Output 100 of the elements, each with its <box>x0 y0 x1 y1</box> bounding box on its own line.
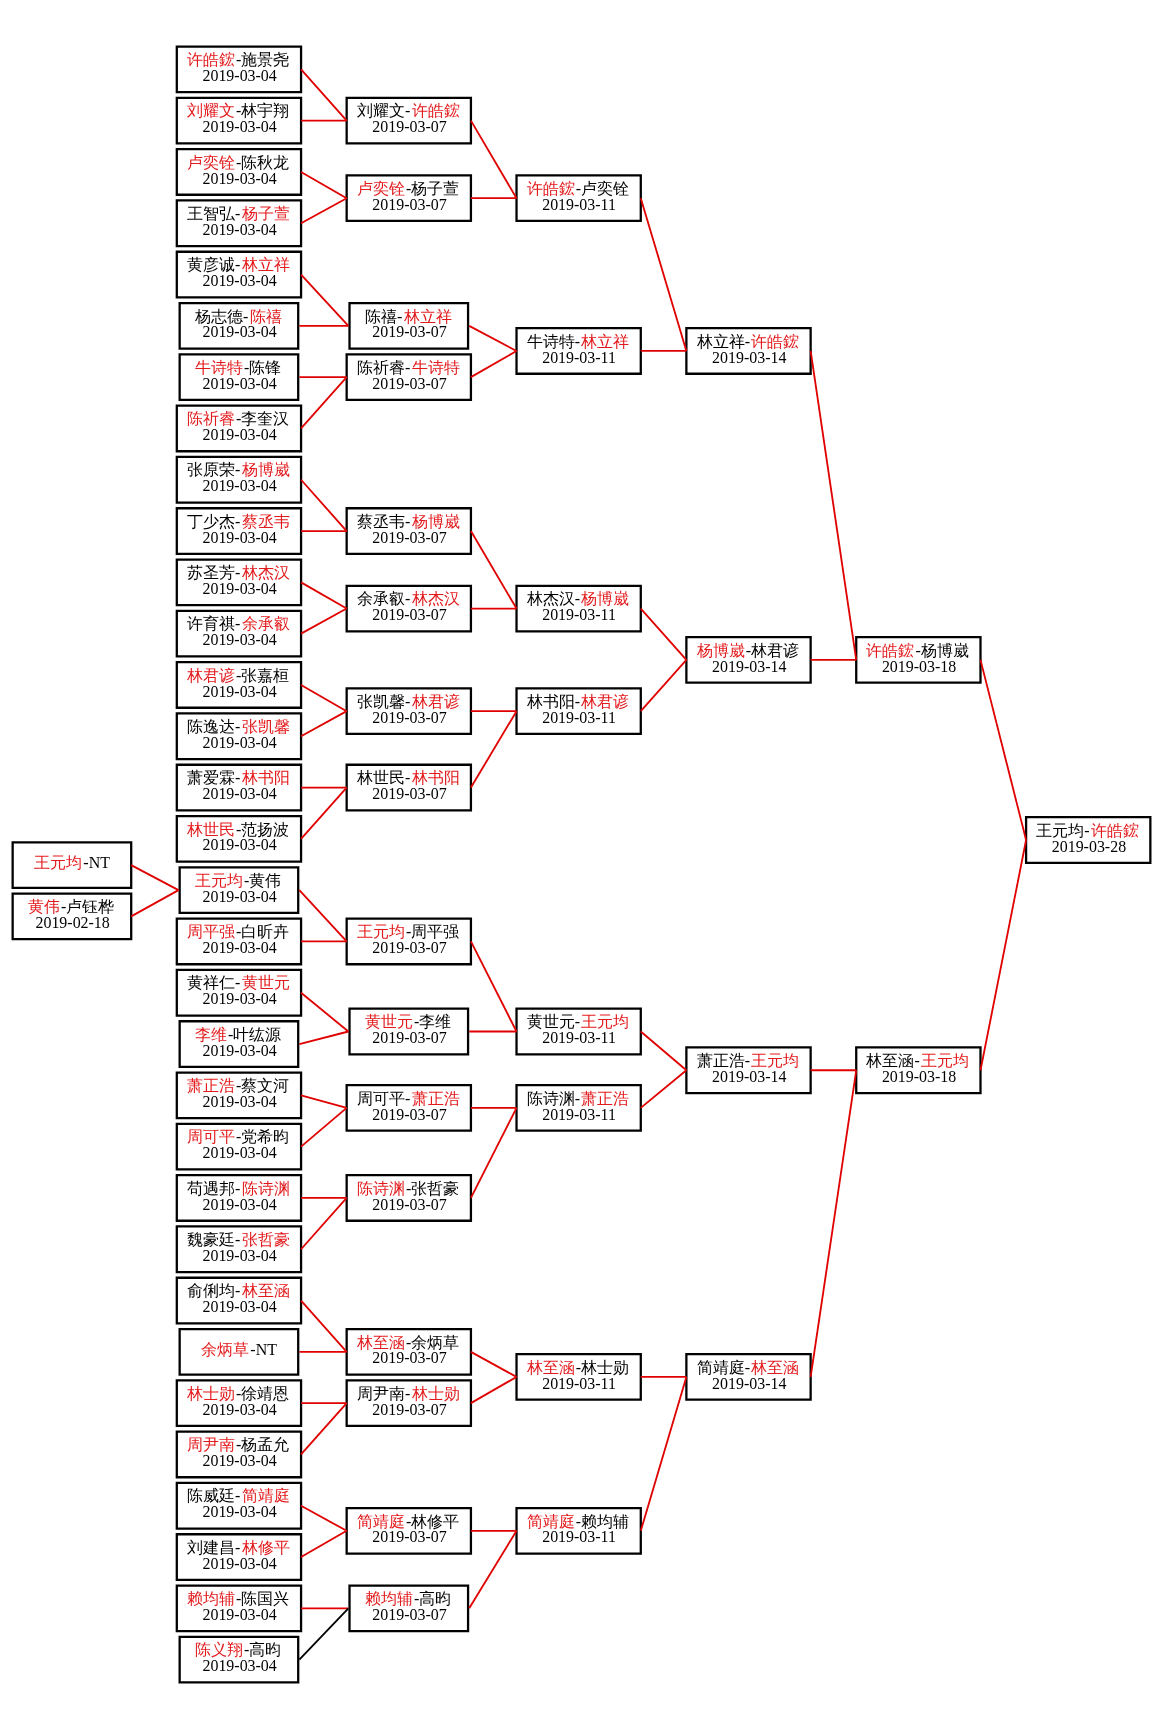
connector <box>300 684 348 713</box>
connector <box>300 478 348 532</box>
node-box: 简靖庭-林修平 2019-03-07 <box>345 1506 473 1555</box>
node-box: 林至涵-林士勋 2019-03-11 <box>515 1352 642 1401</box>
connector <box>470 119 518 200</box>
connector <box>470 1529 518 1532</box>
connector <box>130 889 180 918</box>
connector <box>300 530 348 532</box>
node-box: 林世民-范扬波 2019-03-04 <box>175 814 303 863</box>
node-box: 俞俐均-林至涵 2019-03-04 <box>175 1276 303 1325</box>
connector <box>300 710 348 738</box>
node-box: 萧爱霖-林书阳 2019-03-04 <box>175 763 303 812</box>
connector <box>470 350 518 379</box>
node-box: 周可平-萧正浩 2019-03-07 <box>345 1083 473 1132</box>
connector <box>300 991 350 1033</box>
node-box: 许皓鋐-杨博崴 2019-03-18 <box>855 635 982 684</box>
connector <box>470 1107 518 1199</box>
node-box: 张原荣-杨博崴 2019-03-04 <box>175 455 303 504</box>
node-box: 林书阳-林君谚 2019-03-11 <box>515 687 642 736</box>
connector <box>639 607 688 661</box>
connector <box>298 1607 350 1661</box>
node-box: 简靖庭-林至涵 2019-03-14 <box>685 1352 812 1401</box>
connector <box>300 1504 348 1532</box>
connector <box>468 1529 518 1610</box>
node-box: 苏圣芳-林杰汉 2019-03-04 <box>175 558 303 607</box>
connector <box>470 1376 518 1405</box>
connector <box>300 1094 348 1109</box>
node-box: 赖均辅-高昀 2019-03-07 <box>348 1584 470 1633</box>
connector <box>809 350 858 661</box>
connector <box>470 1107 518 1109</box>
node-box: 余承叡-林杰汉 2019-03-07 <box>345 584 473 633</box>
connector <box>470 607 518 610</box>
connector <box>300 376 348 430</box>
node-box: 林世民-林书阳 2019-03-07 <box>345 763 473 812</box>
node-box: 赖均辅-陈国兴 2019-03-04 <box>175 1584 303 1633</box>
node-box: 张凯馨-林君谚 2019-03-07 <box>345 687 473 736</box>
node-box: 王智弘-杨子萱 2019-03-04 <box>175 199 303 248</box>
connector <box>639 1376 688 1378</box>
node-box: 林至涵-余炳草 2019-03-07 <box>345 1327 473 1376</box>
connector <box>300 940 348 943</box>
connector <box>809 1069 858 1378</box>
node-box: 林杰汉-杨博崴 2019-03-11 <box>515 584 642 633</box>
connector <box>639 1030 688 1072</box>
node-box: 黄世元-李维 2019-03-07 <box>348 1007 470 1056</box>
connector <box>300 273 350 327</box>
node-box: 黄祥仁-黄世元 2019-03-04 <box>175 968 303 1017</box>
node-box: 陈祈睿-李奎汉 2019-03-04 <box>175 404 303 453</box>
connector <box>809 1069 858 1072</box>
node-box: 周尹南-林士勋 2019-03-07 <box>345 1379 473 1428</box>
connector <box>468 1030 518 1033</box>
node-box: 黄彦诚-林立祥 2019-03-04 <box>175 250 303 299</box>
node-box: 牛诗特-林立祥 2019-03-11 <box>515 327 642 375</box>
node-box: 陈逸达-张凯馨 2019-03-04 <box>175 712 303 761</box>
node-box: 杨博崴-林君谚 2019-03-14 <box>685 635 812 684</box>
connector <box>298 376 348 379</box>
connector <box>300 581 348 610</box>
connector <box>298 324 350 327</box>
connector <box>300 68 348 122</box>
node-box: 苟遇邦-陈诗渊 2019-03-04 <box>175 1174 303 1222</box>
connector <box>979 839 1027 1072</box>
node-box: 王元均-周平强 2019-03-07 <box>345 917 473 966</box>
node-box: 黄伟-卢钰桦 2019-02-18 <box>11 892 133 941</box>
node-box: 王元均-许皓鋐 2019-03-28 <box>1024 816 1152 864</box>
connector <box>470 1350 518 1378</box>
node-box: 陈威廷-简靖庭 2019-03-04 <box>175 1481 303 1530</box>
connector <box>300 1402 348 1405</box>
node-box: 林至涵-王元均 2019-03-18 <box>855 1046 982 1095</box>
node-box: 蔡丞韦-杨博崴 2019-03-07 <box>345 507 473 555</box>
connector <box>300 1402 348 1456</box>
node-box: 杨志德-陈禧 2019-03-04 <box>178 301 300 350</box>
node-box: 刘建昌-林修平 2019-03-04 <box>175 1533 303 1581</box>
connector <box>639 1069 688 1109</box>
node-box: 余炳草-NT <box>178 1327 300 1376</box>
node-box: 简靖庭-赖均辅 2019-03-11 <box>515 1506 642 1555</box>
connector <box>298 889 348 943</box>
node-box: 周可平-党希昀 2019-03-04 <box>175 1122 303 1171</box>
node-box: 刘耀文-许皓鋐 2019-03-07 <box>345 96 473 145</box>
connector <box>639 197 688 352</box>
node-box: 陈祈睿-牛诗特 2019-03-07 <box>345 353 473 402</box>
connector <box>470 710 518 789</box>
connector <box>298 1030 350 1045</box>
node-box: 黄世元-王元均 2019-03-11 <box>515 1007 642 1056</box>
connector <box>300 607 348 635</box>
connector <box>300 1197 348 1199</box>
node-box: 王元均-NT <box>11 841 133 889</box>
node-box: 陈诗渊-张哲豪 2019-03-07 <box>345 1174 473 1222</box>
node-box: 刘耀文-林宇翔 2019-03-04 <box>175 96 303 145</box>
connector <box>300 171 348 200</box>
connector <box>300 1107 348 1148</box>
node-box: 萧正浩-王元均 2019-03-14 <box>685 1046 812 1095</box>
node-box: 许皓鋐-施景尧 2019-03-04 <box>175 45 303 94</box>
connector <box>470 197 518 200</box>
connector <box>300 197 348 225</box>
connector <box>470 710 518 713</box>
node-box: 许育祺-余承叡 2019-03-04 <box>175 609 303 658</box>
node-box: 林君谚-张嘉桓 2019-03-04 <box>175 661 303 709</box>
connector <box>809 658 858 661</box>
node-box: 周平强-白昕卉 2019-03-04 <box>175 917 303 966</box>
connector <box>300 786 348 840</box>
connector <box>130 864 180 892</box>
